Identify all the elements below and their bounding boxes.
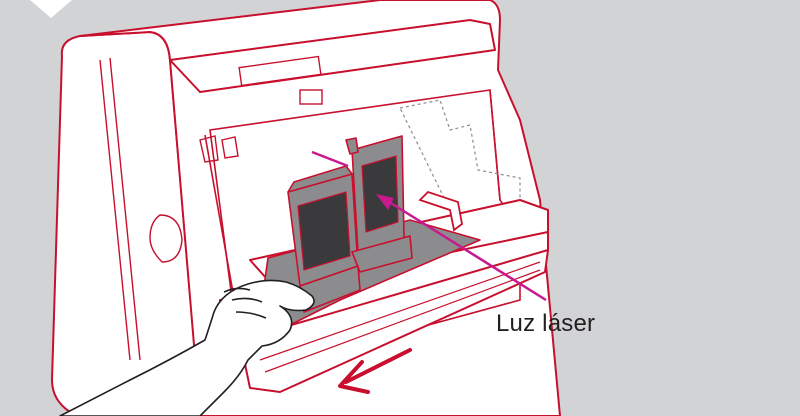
housing-details	[99, 55, 323, 361]
ghost-component	[399, 99, 521, 221]
housing-top-lid	[169, 19, 496, 93]
hand-icon	[59, 279, 315, 416]
down-chevron-icon	[30, 0, 72, 18]
tray-handle	[418, 190, 463, 232]
left-arrow-icon	[338, 348, 412, 394]
laser-light-label: Luz láser	[496, 310, 596, 337]
laser-pointer	[311, 150, 547, 302]
module-screens	[297, 155, 399, 271]
